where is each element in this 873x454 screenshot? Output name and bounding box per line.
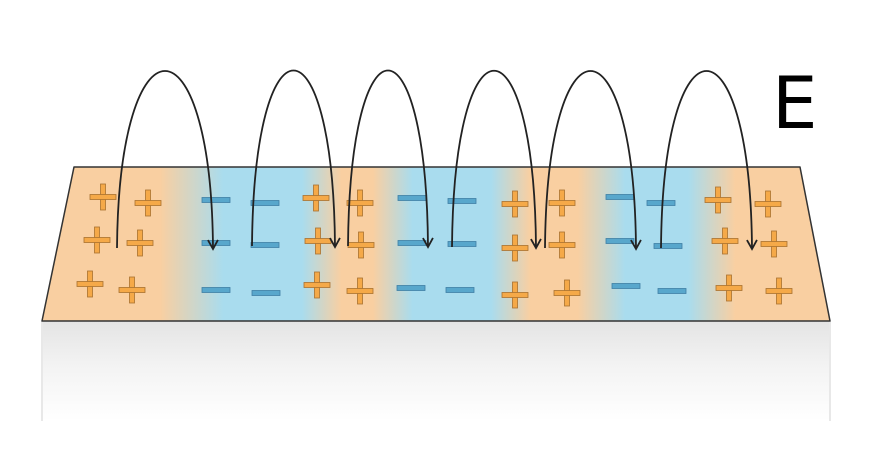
minus-charge-icon: [250, 242, 280, 248]
minus-charge-icon: [657, 288, 687, 294]
field-arrow-icon: [251, 69, 341, 249]
minus-charge-icon: [397, 240, 427, 246]
plus-charge-icon: [548, 231, 576, 259]
field-arrow-icon: [347, 69, 434, 249]
plus-charge-icon: [76, 270, 104, 298]
minus-charge-icon: [447, 241, 477, 247]
plus-charge-icon: [715, 274, 743, 302]
field-arrow-icon: [660, 70, 758, 251]
plus-charge-icon: [302, 184, 330, 212]
minus-charge-icon: [250, 200, 280, 206]
plus-charge-icon: [754, 190, 782, 218]
plus-charge-icon: [760, 230, 788, 258]
plus-charge-icon: [89, 183, 117, 211]
minus-charge-icon: [396, 285, 426, 291]
plus-charge-icon: [134, 189, 162, 217]
plus-charge-icon: [83, 226, 111, 254]
minus-charge-icon: [397, 195, 427, 201]
minus-charge-icon: [201, 240, 231, 246]
plus-charge-icon: [346, 189, 374, 217]
plus-charge-icon: [548, 189, 576, 217]
charge-markers: [76, 183, 793, 309]
plus-charge-icon: [553, 279, 581, 307]
plus-charge-icon: [501, 234, 529, 262]
field-arrow-icon: [544, 70, 642, 251]
field-label: E: [772, 61, 818, 145]
minus-charge-icon: [251, 290, 281, 296]
plus-charge-icon: [118, 276, 146, 304]
plus-charge-icon: [711, 227, 739, 255]
field-arrow-icon: [451, 69, 542, 250]
plus-charge-icon: [765, 277, 793, 305]
minus-charge-icon: [605, 194, 635, 200]
field-arrow-icon: [116, 70, 219, 251]
minus-charge-icon: [201, 197, 231, 203]
plus-charge-icon: [346, 277, 374, 305]
plus-charge-icon: [501, 281, 529, 309]
minus-charge-icon: [447, 198, 477, 204]
slab-side-face: [42, 321, 830, 421]
minus-charge-icon: [201, 287, 231, 293]
plus-charge-icon: [704, 186, 732, 214]
field-lines: [116, 69, 758, 251]
minus-charge-icon: [445, 287, 475, 293]
slab-top-face: [41, 166, 831, 322]
minus-charge-icon: [646, 200, 676, 206]
minus-charge-icon: [611, 283, 641, 289]
plus-charge-icon: [501, 190, 529, 218]
minus-charge-icon: [605, 238, 635, 244]
plus-charge-icon: [303, 271, 331, 299]
minus-charge-icon: [653, 243, 683, 249]
plus-charge-icon: [126, 229, 154, 257]
plus-charge-icon: [347, 231, 375, 259]
